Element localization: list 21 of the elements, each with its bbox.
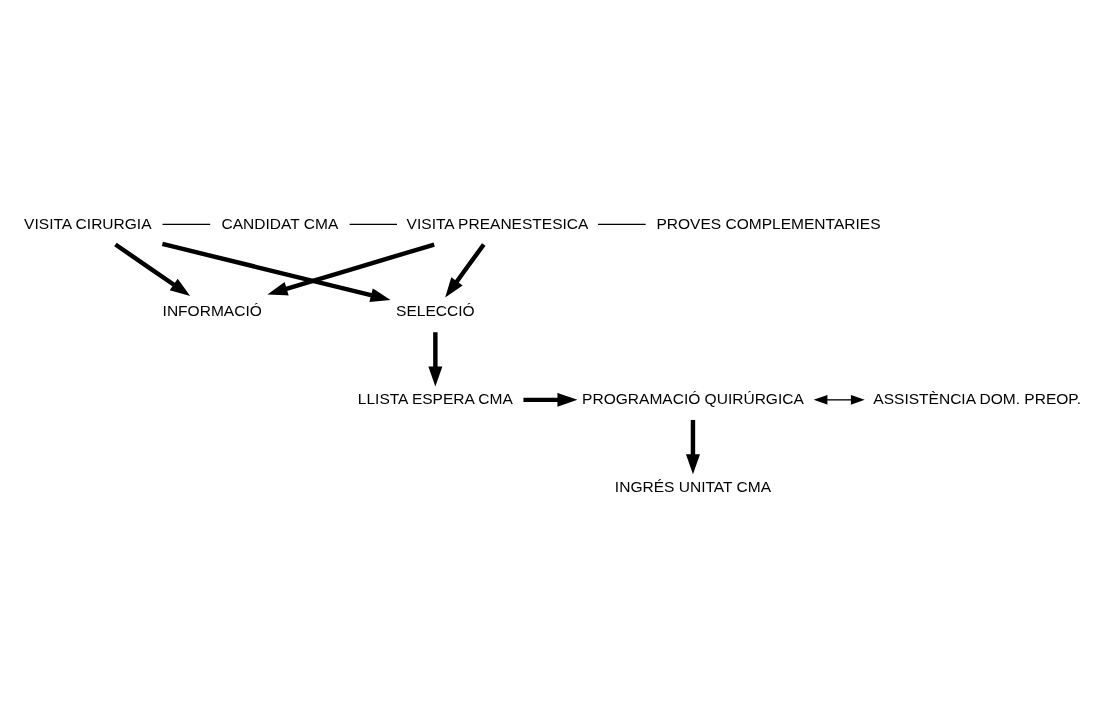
arrow [813,395,865,405]
arrow [685,419,700,475]
arrow [114,242,191,296]
node-text: PROGRAMACIÓ QUIRÚRGICA [582,389,804,407]
node-text: SELECCIÓ [396,302,475,320]
node-text: CANDIDAT CMA [221,214,339,232]
node-text: INFORMACIÓ [162,302,262,320]
node-text: ASSISTÈNCIA DOM. PREOP. [873,389,1082,407]
arrow [523,392,578,407]
connector [348,223,398,226]
arrow [267,242,435,296]
node-text: VISITA CIRURGIA [24,214,152,232]
connector [597,223,647,226]
arrow [428,332,443,387]
node-text: PROVES COMPLEMENTARIES [656,214,881,232]
arrow [445,243,486,298]
node-text: LLISTA ESPERA CMA [357,389,513,407]
connector [161,223,211,226]
node-text: INGRÉS UNITAT CMA [614,477,772,495]
node-text: VISITA PREANESTESICA [406,214,589,232]
arrow [161,241,391,303]
